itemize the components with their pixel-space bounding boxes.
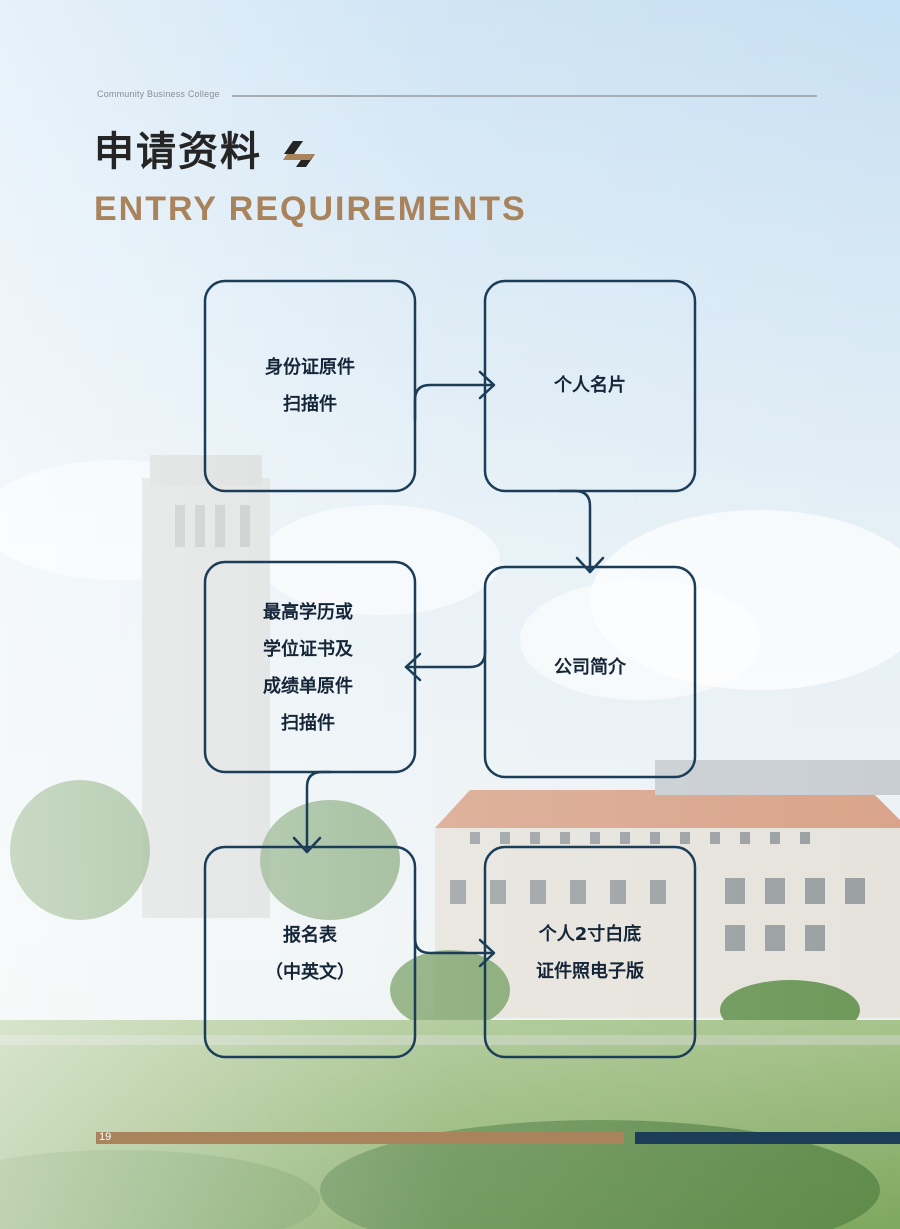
step-label-business-card: 个人名片 [554, 375, 626, 396]
step-label-company-profile: 公司简介 [554, 657, 626, 678]
footer-bar-navy [635, 1132, 900, 1144]
step-label-application-form: 报名表（中英文） [265, 925, 355, 983]
connector-5-to-6 [413, 918, 495, 955]
connector-1-to-2 [413, 383, 495, 422]
arrow-head-3 [404, 652, 422, 682]
double-slash-icon [283, 141, 315, 167]
footer-bar-gold [96, 1132, 624, 1144]
connector-4-to-5 [305, 770, 332, 854]
arrow-head-5 [478, 938, 496, 968]
step-box-id-scan [203, 279, 417, 493]
step-label-photo: 个人2寸白底证件照电子版 [536, 924, 644, 982]
page-title-english: ENTRY REQUIREMENTS [94, 190, 527, 228]
connector-3-to-4 [404, 638, 487, 669]
college-name: Community Business College [97, 89, 220, 99]
header-divider [232, 95, 817, 97]
arrow-head-4 [292, 836, 322, 854]
page-number: 19 [99, 1131, 112, 1143]
step-label-id-scan: 身份证原件扫描件 [265, 357, 355, 415]
page-title-chinese: 申请资料 [94, 129, 262, 175]
step-label-education-certificates: 最高学历或学位证书及成绩单原件扫描件 [263, 602, 353, 734]
arrow-head-1 [478, 370, 496, 400]
connector-2-to-3 [558, 489, 592, 574]
arrow-head-2 [575, 556, 605, 574]
